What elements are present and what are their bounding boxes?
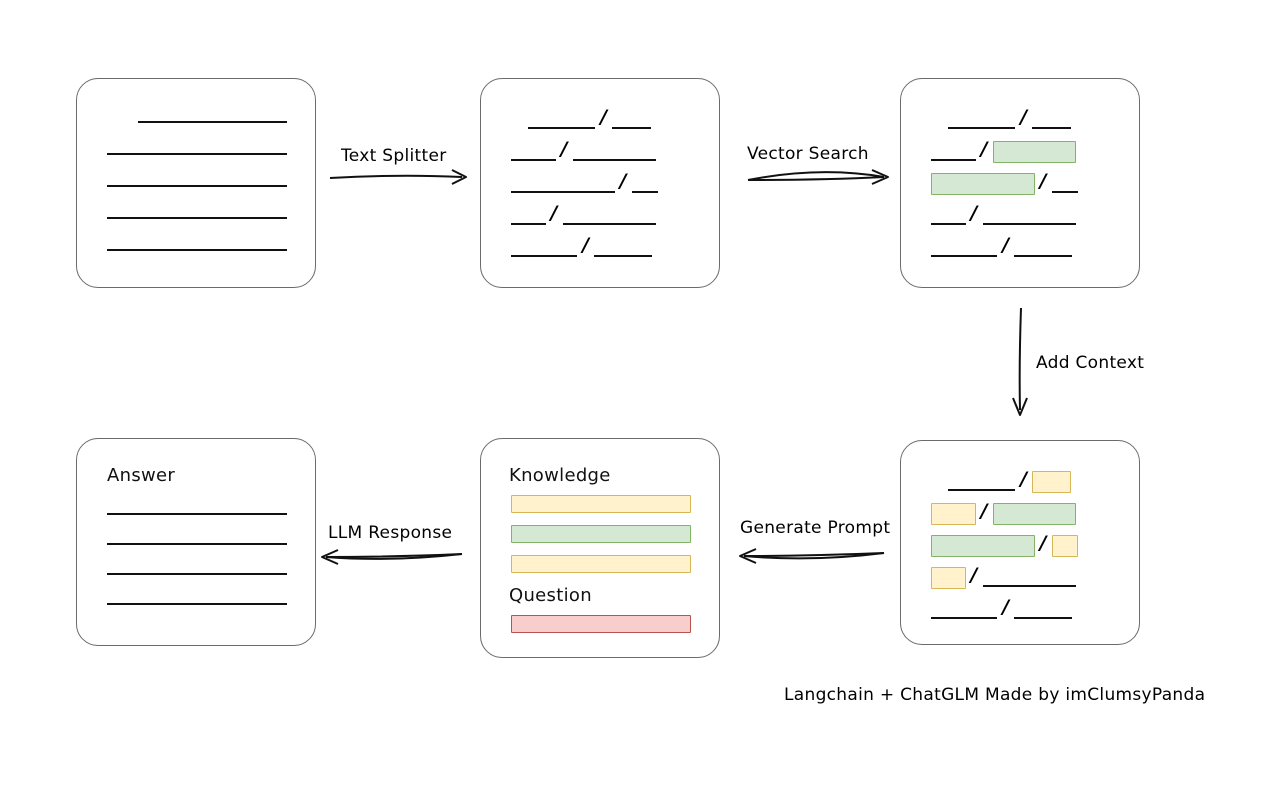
source-document-box [76,78,316,288]
chunk-segment-left [931,566,966,589]
document-split-row: / [931,532,1078,557]
knowledge-label: Knowledge [509,465,611,486]
document-split-row: / [931,500,1077,525]
document-split-row: / [931,234,1072,259]
chunk-segment-right [594,237,652,259]
chunk-segment-right [631,173,658,195]
chunk-segment-left [947,471,1016,493]
document-split-row: / [947,468,1072,493]
document-split-row: / [931,170,1078,195]
chunk-separator: / [1039,170,1047,192]
chunk-segment-right [1051,173,1078,195]
chunk-segment-left [931,599,998,621]
chunk-separator: / [1002,596,1010,618]
chunk-segment-left [511,173,615,195]
chunk-segment-right [1051,534,1078,557]
chunk-separator: / [582,234,590,256]
footer-credit: Langchain + ChatGLM Made by imClumsyPand… [784,685,1206,705]
generate-prompt-label: Generate Prompt [740,518,891,538]
answer-label: Answer [107,465,176,486]
document-line [107,513,287,515]
chunk-separator: / [600,106,608,128]
answer-box: Answer [76,438,316,646]
llm-response-label: LLM Response [328,523,453,543]
chunk-separator: / [980,500,988,522]
chunk-segment-left [931,534,1035,557]
chunk-separator: / [970,564,978,586]
document-line [107,217,287,219]
document-split-row: / [527,106,652,131]
chunk-segment-right [992,140,1077,163]
text-splitter-arrow [329,169,467,185]
chunk-segment-right [612,109,652,131]
chunk-separator: / [1039,532,1047,554]
document-split-row: / [511,202,657,227]
add-context-arrow [1012,307,1028,416]
document-split-row: / [511,170,658,195]
chunk-separator: / [619,170,627,192]
generate-prompt-arrow [739,548,885,564]
chunk-segment-right [1014,237,1072,259]
question-label: Question [509,585,592,606]
chunk-segment-left [511,141,556,163]
chunk-segment-right [982,205,1077,227]
split-document-box: / / / / / [480,78,720,288]
matched-document-box: / / / / / [900,78,1140,288]
document-split-row: / [511,234,652,259]
document-line [107,153,287,155]
chunk-segment-right [992,502,1077,525]
chunk-separator: / [560,138,568,160]
chunk-segment-left [931,172,1035,195]
chunk-segment-left [511,205,546,227]
document-line [107,603,287,605]
chunk-segment-right [572,141,657,163]
chunk-separator: / [980,138,988,160]
chunk-segment-left [947,109,1016,131]
chunk-separator: / [550,202,558,224]
chunk-segment-left [511,237,578,259]
chunk-segment-right [1032,109,1072,131]
chunk-segment-left [931,205,966,227]
add-context-label: Add Context [1036,353,1145,373]
document-line [107,249,287,251]
document-split-row: / [931,138,1077,163]
chunk-separator: / [970,202,978,224]
prompt-box: Knowledge Question [480,438,720,658]
vector-search-arrow [747,169,889,185]
chunk-separator: / [1002,234,1010,256]
document-line [107,573,287,575]
document-line [107,185,287,187]
document-line [137,121,287,123]
document-line [107,543,287,545]
vector-search-label: Vector Search [747,144,869,164]
prompt-bar [511,555,691,573]
prompt-bar [511,615,691,633]
chunk-segment-right [562,205,657,227]
chunk-separator: / [1020,106,1028,128]
document-split-row: / [931,564,1077,589]
text-splitter-label: Text Splitter [341,146,447,166]
chunk-segment-left [931,237,998,259]
chunk-segment-left [527,109,596,131]
chunk-segment-left [931,502,976,525]
document-split-row: / [931,596,1072,621]
chunk-segment-right [1014,599,1072,621]
document-split-row: / [931,202,1077,227]
chunk-segment-left [931,141,976,163]
document-split-row: / [947,106,1072,131]
chunk-separator: / [1020,468,1028,490]
llm-response-arrow [321,549,463,565]
prompt-bar [511,525,691,543]
context-document-box: / / / / / [900,440,1140,645]
document-split-row: / [511,138,657,163]
chunk-segment-right [982,567,1077,589]
prompt-bar [511,495,691,513]
chunk-segment-right [1032,470,1072,493]
